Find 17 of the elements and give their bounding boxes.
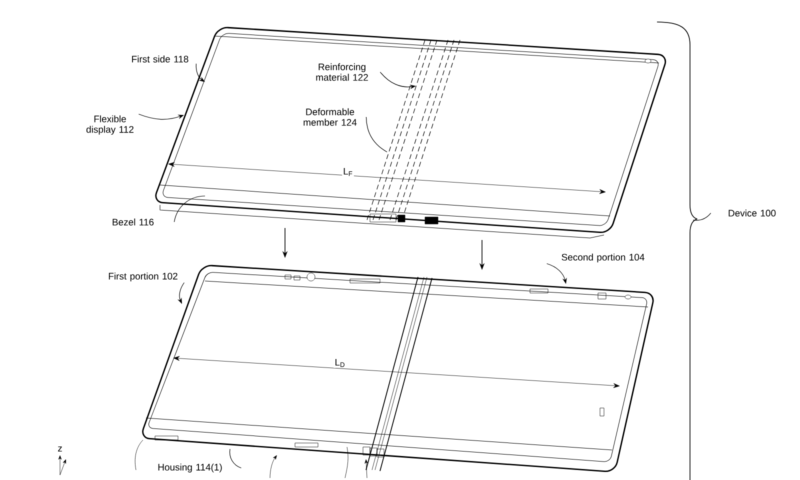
leader-line [366, 116, 388, 152]
leader-line [229, 448, 242, 468]
callout-label: First portion 102 [108, 272, 178, 282]
leader-line [196, 63, 205, 82]
callout-label: Reinforcing material 122 [316, 63, 368, 81]
leader-line [692, 212, 712, 221]
dimension-label: L$_{F}$ [342, 167, 354, 177]
callout-label: Second portion 104 [562, 254, 644, 262]
callout-label: Device 100 [728, 210, 776, 216]
axis-label: z [58, 446, 62, 452]
callout-label: First side 118 [132, 56, 188, 62]
callout-label: Flexible display 112 [86, 115, 134, 135]
callout-label: Deformable member 124 [304, 108, 357, 126]
dimension-label: L$_{D}$ [334, 358, 346, 368]
leader-line [174, 196, 206, 222]
callout-label: Bezel 116 [112, 218, 154, 226]
callout-label: Housing 114(1) [158, 464, 222, 472]
